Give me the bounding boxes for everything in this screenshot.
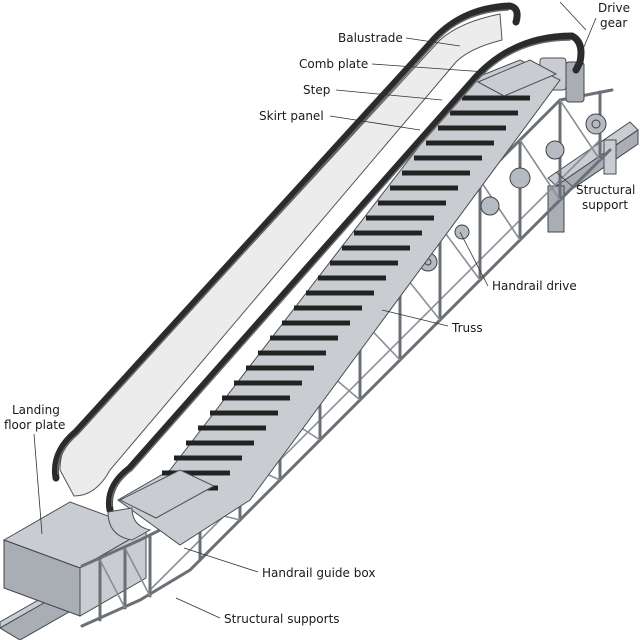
label-drive-gear-line2: gear — [600, 16, 627, 30]
label-handrail-drive: Handrail drive — [492, 279, 577, 293]
comb-plate — [118, 59, 558, 519]
label-balustrade: Balustrade — [338, 31, 403, 45]
label-landing-floor-plate-line1: Landing — [12, 403, 60, 417]
label-structural-support-line2: support — [582, 198, 628, 212]
label-handrail-guide-box: Handrail guide box — [262, 566, 375, 580]
label-step: Step — [303, 83, 330, 97]
handrail-right — [105, 32, 585, 514]
label-structural-supports: Structural supports — [224, 612, 340, 626]
label-structural-support-line1: Structural — [576, 183, 635, 197]
label-truss: Truss — [451, 321, 483, 335]
handrail-guide-box — [107, 507, 152, 541]
leader-lines — [33, 1, 597, 619]
label-drive-gear-line1: Drive — [598, 1, 630, 15]
labels: Balustrade Comb plate Step Skirt panel D… — [4, 1, 635, 626]
handrail-left — [51, 2, 521, 482]
label-skirt-panel: Skirt panel — [259, 109, 324, 123]
label-comb-plate: Comb plate — [299, 57, 368, 71]
label-landing-floor-plate-line2: floor plate — [4, 418, 65, 432]
